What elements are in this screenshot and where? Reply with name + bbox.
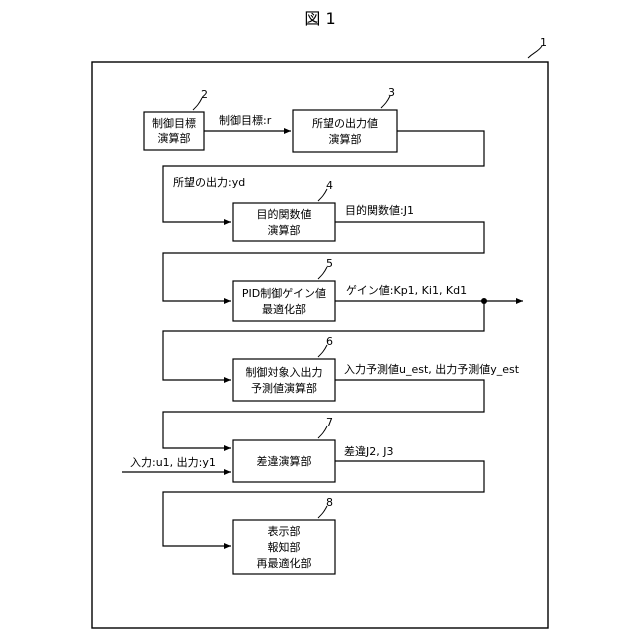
block-2-line-1: 制御目標 xyxy=(152,116,196,130)
signal-r-label: 制御目標:r xyxy=(219,113,272,127)
figure-title: 図 1 xyxy=(304,9,335,28)
outer-ref-number: 1 xyxy=(540,36,547,49)
block-8-line-3: 再最適化部 xyxy=(257,556,312,570)
block-2-ref-number: 2 xyxy=(201,88,208,101)
block-3-ref-number: 3 xyxy=(388,86,395,99)
signal-yd-label: 所望の出力:yd xyxy=(173,175,245,189)
block-8-line-1: 表示部 xyxy=(268,524,301,538)
block-7-ref-number: 7 xyxy=(326,416,333,429)
block-5-line-1: PID制御ゲイン値 xyxy=(242,286,326,300)
block-8-line-2: 報知部 xyxy=(268,540,301,554)
block-4-line-2: 演算部 xyxy=(268,223,301,237)
signal-j1-label: 目的関数値:J1 xyxy=(345,203,414,217)
block-7-line-1: 差違演算部 xyxy=(257,454,312,468)
block-6-line-1: 制御対象入出力 xyxy=(246,365,323,379)
block-2-line-2: 演算部 xyxy=(158,131,191,145)
block-3-line-2: 演算部 xyxy=(329,132,362,146)
block-4-ref-number: 4 xyxy=(326,179,333,192)
block-5-line-2: 最適化部 xyxy=(262,302,306,316)
signal-est-label: 入力予測値u_est, 出力予測値y_est xyxy=(344,362,520,376)
block-8-ref-number: 8 xyxy=(326,496,333,509)
block-6-line-2: 予測値演算部 xyxy=(251,381,317,395)
block-4-line-1: 目的関数値 xyxy=(257,207,312,221)
block-6-ref-number: 6 xyxy=(326,335,333,348)
block-3-line-1: 所望の出力値 xyxy=(312,116,378,130)
signal-diff-label: 差違J2, J3 xyxy=(344,444,393,458)
block-5-ref-number: 5 xyxy=(326,257,333,270)
signal-input-label: 入力:u1, 出力:y1 xyxy=(130,455,216,469)
signal-gain-label: ゲイン値:Kp1, Ki1, Kd1 xyxy=(346,284,467,297)
